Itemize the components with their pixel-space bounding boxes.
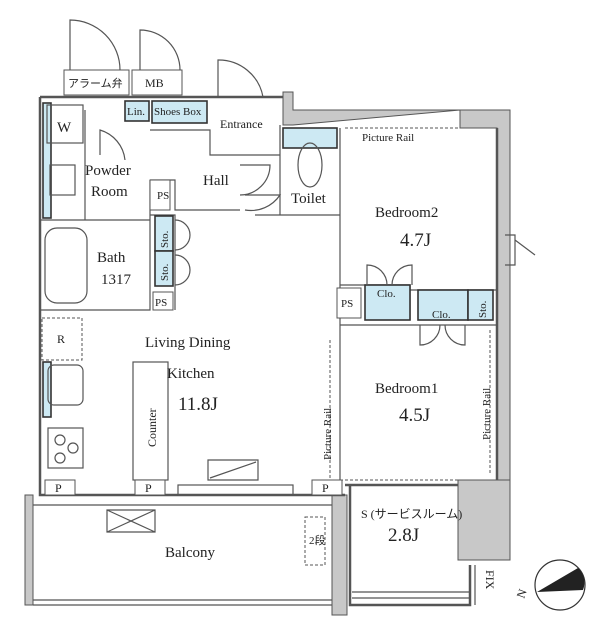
label-picture-rail-top: Picture Rail [362, 132, 414, 144]
label-shoes-box: Shoes Box [154, 106, 202, 118]
label-bedroom2: Bedroom2 [375, 205, 438, 221]
label-hall: Hall [203, 173, 229, 189]
label-alarm-valve: アラーム弁 [68, 76, 123, 90]
label-fix: FIX [483, 570, 497, 590]
label-storage-1: Sto. [159, 230, 171, 248]
label-north: N [514, 587, 530, 600]
burner-icon [54, 452, 66, 464]
burner-icon [54, 434, 66, 446]
label-storage-2: Sto. [159, 263, 171, 281]
picture-rail-lines [329, 127, 497, 481]
steps-outline [304, 516, 326, 566]
washer-stand [42, 102, 52, 219]
label-powder-2: Room [91, 184, 128, 200]
label-service-room-size: 2.8J [388, 525, 419, 546]
mb-doors [69, 19, 264, 98]
storage-cabinet-2 [154, 250, 174, 287]
label-ldk-size: 11.8J [178, 394, 218, 415]
closet-bedroom2 [364, 284, 411, 321]
label-service-room: S (サービスルーム) [361, 507, 462, 521]
label-washer: W [57, 120, 72, 136]
window-ldk [177, 484, 294, 496]
label-toilet: Toilet [291, 191, 327, 207]
label-mb: MB [145, 76, 164, 90]
label-ldk-1: Living Dining [145, 335, 231, 351]
ps-box-3 [336, 287, 362, 319]
door-swings [99, 129, 466, 346]
shoes-box-cabinet [151, 100, 208, 124]
pipe-box-2 [134, 479, 166, 496]
label-bath-size: 1317 [101, 272, 132, 288]
label-bedroom2-size: 4.7J [400, 230, 431, 251]
outer-wall [38, 95, 499, 497]
pipe-box-3 [311, 479, 343, 496]
label-picture-rail-ldk: Picture Rail [322, 408, 334, 460]
sink-icon [49, 164, 76, 196]
refrigerator-space [41, 317, 83, 361]
label-ps-2: PS [155, 297, 167, 309]
balcony-drain-icon [106, 509, 156, 533]
pipe-box-1 [44, 479, 76, 496]
label-bath: Bath [97, 250, 126, 266]
storage-cabinet-3 [467, 289, 494, 321]
toilet-tank-area [282, 127, 338, 149]
label-closet-2: Clo. [432, 309, 451, 321]
wall-column-right [457, 479, 511, 561]
ventilation-icon [207, 459, 259, 481]
label-storage-3: Sto. [477, 300, 489, 318]
label-steps: 2段 [309, 533, 326, 547]
label-refrigerator: R [57, 332, 65, 346]
label-ldk-2: Kitchen [167, 366, 215, 382]
label-bedroom1-size: 4.5J [399, 405, 430, 426]
bedroom2-window [505, 234, 536, 266]
toilet-icon [297, 142, 323, 188]
label-ps-1: PS [157, 190, 169, 202]
label-balcony: Balcony [165, 545, 215, 561]
label-pipe-1: P [55, 481, 62, 495]
label-pipe-3: P [322, 481, 329, 495]
wall-balcony-left [24, 494, 34, 606]
fix-window [352, 565, 476, 605]
bathtub-icon [44, 227, 88, 304]
burner-icon [67, 442, 79, 454]
label-ps-3: PS [341, 298, 353, 310]
north-compass-icon [534, 559, 586, 611]
label-closet-1: Clo. [377, 288, 396, 300]
wall-balcony-partition [331, 494, 348, 616]
ps-box-2 [152, 291, 174, 311]
label-picture-rail-bed1: Picture Rail [481, 388, 493, 440]
ps-box-1 [149, 179, 171, 211]
stove-icon [47, 427, 84, 469]
label-linen: Lin. [127, 106, 145, 118]
label-bedroom1: Bedroom1 [375, 381, 438, 397]
kitchen-sink-icon [47, 364, 84, 406]
label-pipe-2: P [145, 481, 152, 495]
mb-box [131, 69, 183, 96]
alarm-valve-box [63, 69, 130, 96]
linen-cabinet [124, 100, 150, 122]
label-entrance: Entrance [220, 117, 263, 131]
kitchen-sink-area [42, 361, 52, 418]
balcony-outline [33, 504, 332, 606]
label-counter: Counter [145, 408, 159, 447]
label-powder-1: Powder [85, 163, 131, 179]
washer-icon [46, 104, 84, 144]
